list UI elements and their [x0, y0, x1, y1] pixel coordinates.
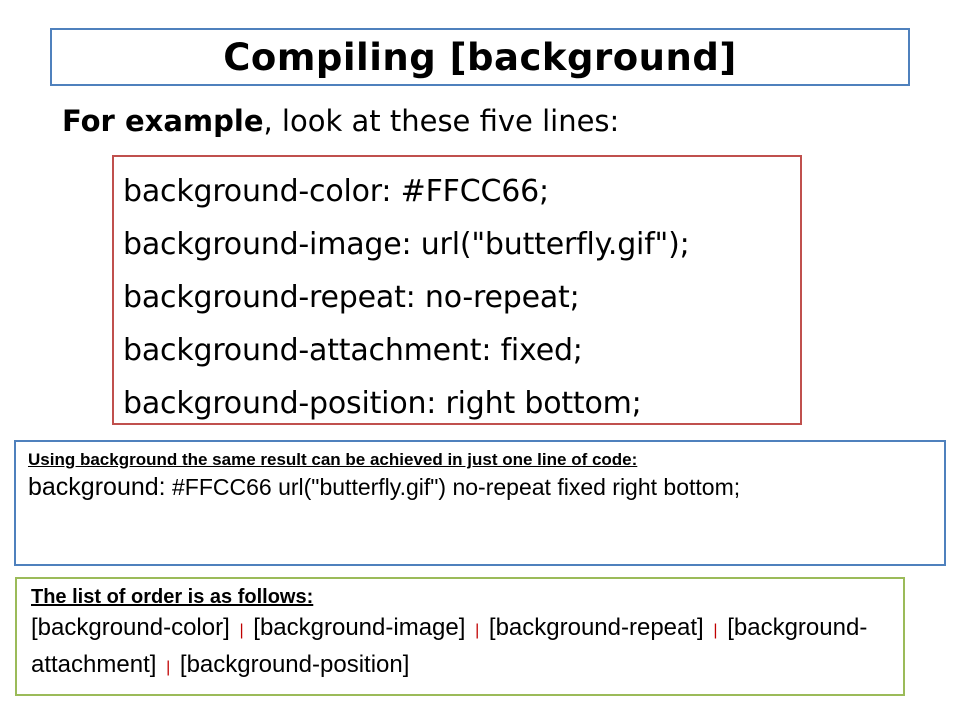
order-item: [background-image] — [253, 614, 466, 641]
order-heading: The list of order is as follows: — [31, 586, 314, 608]
order-separator: | — [713, 622, 718, 639]
slide-title: Compiling [background] — [223, 35, 737, 79]
title-box: Compiling [background] — [50, 28, 910, 86]
order-separator: | — [239, 622, 244, 639]
order-note-box: The list of order is as follows: [backgr… — [15, 577, 905, 696]
order-item: [background-position] — [179, 651, 410, 678]
code-line: background-color: #FFCC66; — [123, 174, 549, 209]
code-line: background-attachment: fixed; — [123, 333, 583, 368]
code-line: background-image: url("butterfly.gif"); — [123, 227, 690, 262]
order-separator: | — [475, 622, 480, 639]
shorthand-note-box: Using background the same result can be … — [14, 440, 946, 566]
shorthand-keyword: background: — [28, 473, 166, 501]
order-item: [background-repeat] — [488, 614, 704, 641]
shorthand-code: background: #FFCC66 url("butterfly.gif")… — [28, 471, 932, 503]
code-line: background-position: right bottom; — [123, 386, 642, 421]
code-example-box: background-color: #FFCC66; background-im… — [112, 155, 802, 425]
order-item: [background-color] — [31, 614, 230, 641]
order-item: [background-attachment] — [31, 614, 868, 678]
order-list: [background-color] | [background-image] … — [31, 611, 891, 685]
code-line: background-repeat: no-repeat; — [123, 280, 580, 315]
shorthand-value: #FFCC66 url("butterfly.gif") no-repeat f… — [165, 474, 741, 500]
intro-bold: For example — [62, 104, 264, 138]
intro-rest: , look at these five lines: — [263, 104, 620, 138]
shorthand-heading: Using background the same result can be … — [28, 450, 638, 469]
intro-text: For example, look at these five lines: — [62, 104, 619, 138]
order-separator: | — [166, 659, 171, 676]
